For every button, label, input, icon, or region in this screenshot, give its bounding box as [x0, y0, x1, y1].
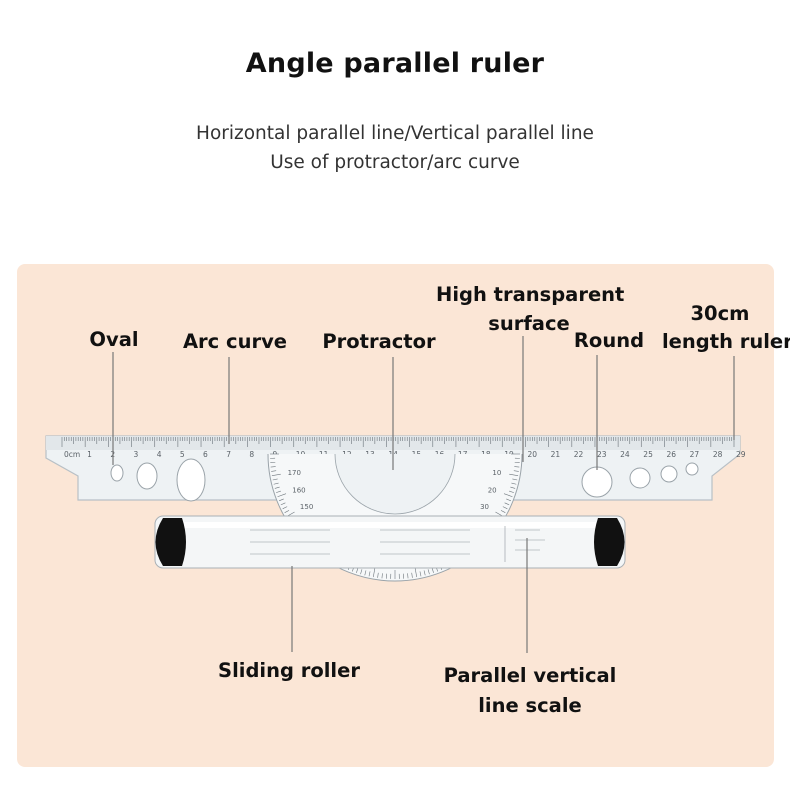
protractor-tick	[274, 486, 280, 489]
ruler-number: 25	[643, 450, 653, 459]
ruler-number: 4	[157, 450, 162, 459]
protractor-tick	[504, 502, 510, 506]
protractor-tick	[356, 568, 359, 573]
ruler-number: 24	[620, 450, 630, 459]
protractor-tick	[506, 498, 512, 502]
ruler-number: 23	[597, 450, 607, 459]
ruler-number: 28	[713, 450, 723, 459]
subtitle-line-1: Horizontal parallel line/Vertical parall…	[196, 123, 594, 144]
protractor-tick	[273, 482, 279, 485]
protractor-number: 150	[300, 503, 313, 511]
ruler-number: 0cm	[64, 450, 80, 459]
protractor-tick	[271, 470, 277, 472]
label-high-transparent-2: surface	[488, 312, 570, 335]
ruler-number: 6	[203, 450, 208, 459]
protractor-tick	[277, 493, 287, 498]
label-round: Round	[573, 329, 645, 352]
label-length-1: 30cm	[690, 302, 750, 325]
protractor-tick	[381, 573, 383, 579]
ruler-number: 27	[690, 450, 700, 459]
protractor-tick	[431, 568, 434, 573]
roller-highlight	[170, 522, 610, 528]
label-parallel-1: Parallel vertical	[443, 664, 617, 687]
page-title: Angle parallel ruler	[245, 48, 545, 79]
protractor-tick	[372, 568, 376, 578]
protractor-tick	[284, 510, 290, 513]
protractor-tick	[509, 473, 519, 477]
label-protractor: Protractor	[322, 330, 436, 353]
protractor-tick	[364, 570, 367, 576]
ruler-number: 3	[134, 450, 139, 459]
protractor-tick	[282, 506, 288, 510]
roller-scale-marks	[250, 526, 545, 562]
ruler-ticks	[61, 437, 735, 447]
protractor-tick	[276, 490, 281, 493]
label-sliding-roller: Sliding roller	[218, 659, 360, 682]
protractor-tick	[280, 502, 286, 506]
protractor-tick	[360, 569, 363, 575]
ruler-number: 29	[736, 450, 746, 459]
protractor-inner	[334, 453, 456, 515]
protractor-tick	[272, 478, 278, 481]
label-parallel-2: line scale	[478, 694, 582, 717]
protractor-number: 160	[292, 487, 305, 495]
protractor-tick	[407, 573, 409, 579]
ruler-number: 22	[574, 450, 584, 459]
protractor-tick	[411, 572, 413, 578]
oval-hole-large	[176, 458, 206, 502]
label-length-2: length ruler	[662, 330, 790, 353]
protractor-tick	[419, 571, 422, 577]
protractor-tick	[368, 571, 371, 577]
round-hole-3	[685, 462, 699, 476]
ruler-number: 21	[551, 450, 561, 459]
oval-hole-small	[110, 464, 124, 482]
ruler-number: 8	[249, 450, 254, 459]
oval-hole-medium	[136, 462, 158, 490]
protractor-tick	[414, 568, 418, 578]
protractor-tick	[270, 466, 276, 468]
protractor-tick	[502, 506, 508, 510]
round-hole-1	[629, 467, 651, 489]
protractor-number: 10	[492, 469, 501, 477]
protractor-tick	[278, 498, 284, 502]
ruler-number: 1	[87, 450, 92, 459]
protractor-tick	[427, 569, 430, 575]
protractor-tick	[423, 570, 426, 576]
ruler-number: 20	[527, 450, 537, 459]
subtitle-line-2: Use of protractor/arc curve	[270, 152, 520, 173]
protractor-tick	[510, 486, 516, 489]
roller-cap-right	[594, 518, 625, 566]
ruler-number: 7	[226, 450, 231, 459]
protractor-tick	[503, 493, 513, 498]
ruler-number: 5	[180, 450, 185, 459]
protractor-tick	[500, 510, 506, 513]
protractor-number: 30	[480, 503, 489, 511]
round-hole-2	[660, 465, 678, 483]
protractor-tick	[514, 466, 520, 468]
protractor-tick	[377, 572, 379, 578]
label-high-transparent-1: High transparent	[436, 283, 625, 306]
protractor-number: 170	[288, 469, 301, 477]
protractor-tick	[509, 490, 514, 493]
protractor-tick	[511, 482, 517, 485]
protractor-tick	[271, 473, 281, 477]
protractor-number: 20	[488, 487, 497, 495]
protractor-tick	[513, 470, 519, 472]
round-hole-large	[581, 466, 613, 498]
label-oval: Oval	[89, 328, 139, 351]
ruler-number: 26	[666, 450, 676, 459]
roller-cap-left	[155, 518, 186, 566]
protractor-tick	[512, 478, 518, 481]
label-arc-curve: Arc curve	[182, 330, 288, 353]
